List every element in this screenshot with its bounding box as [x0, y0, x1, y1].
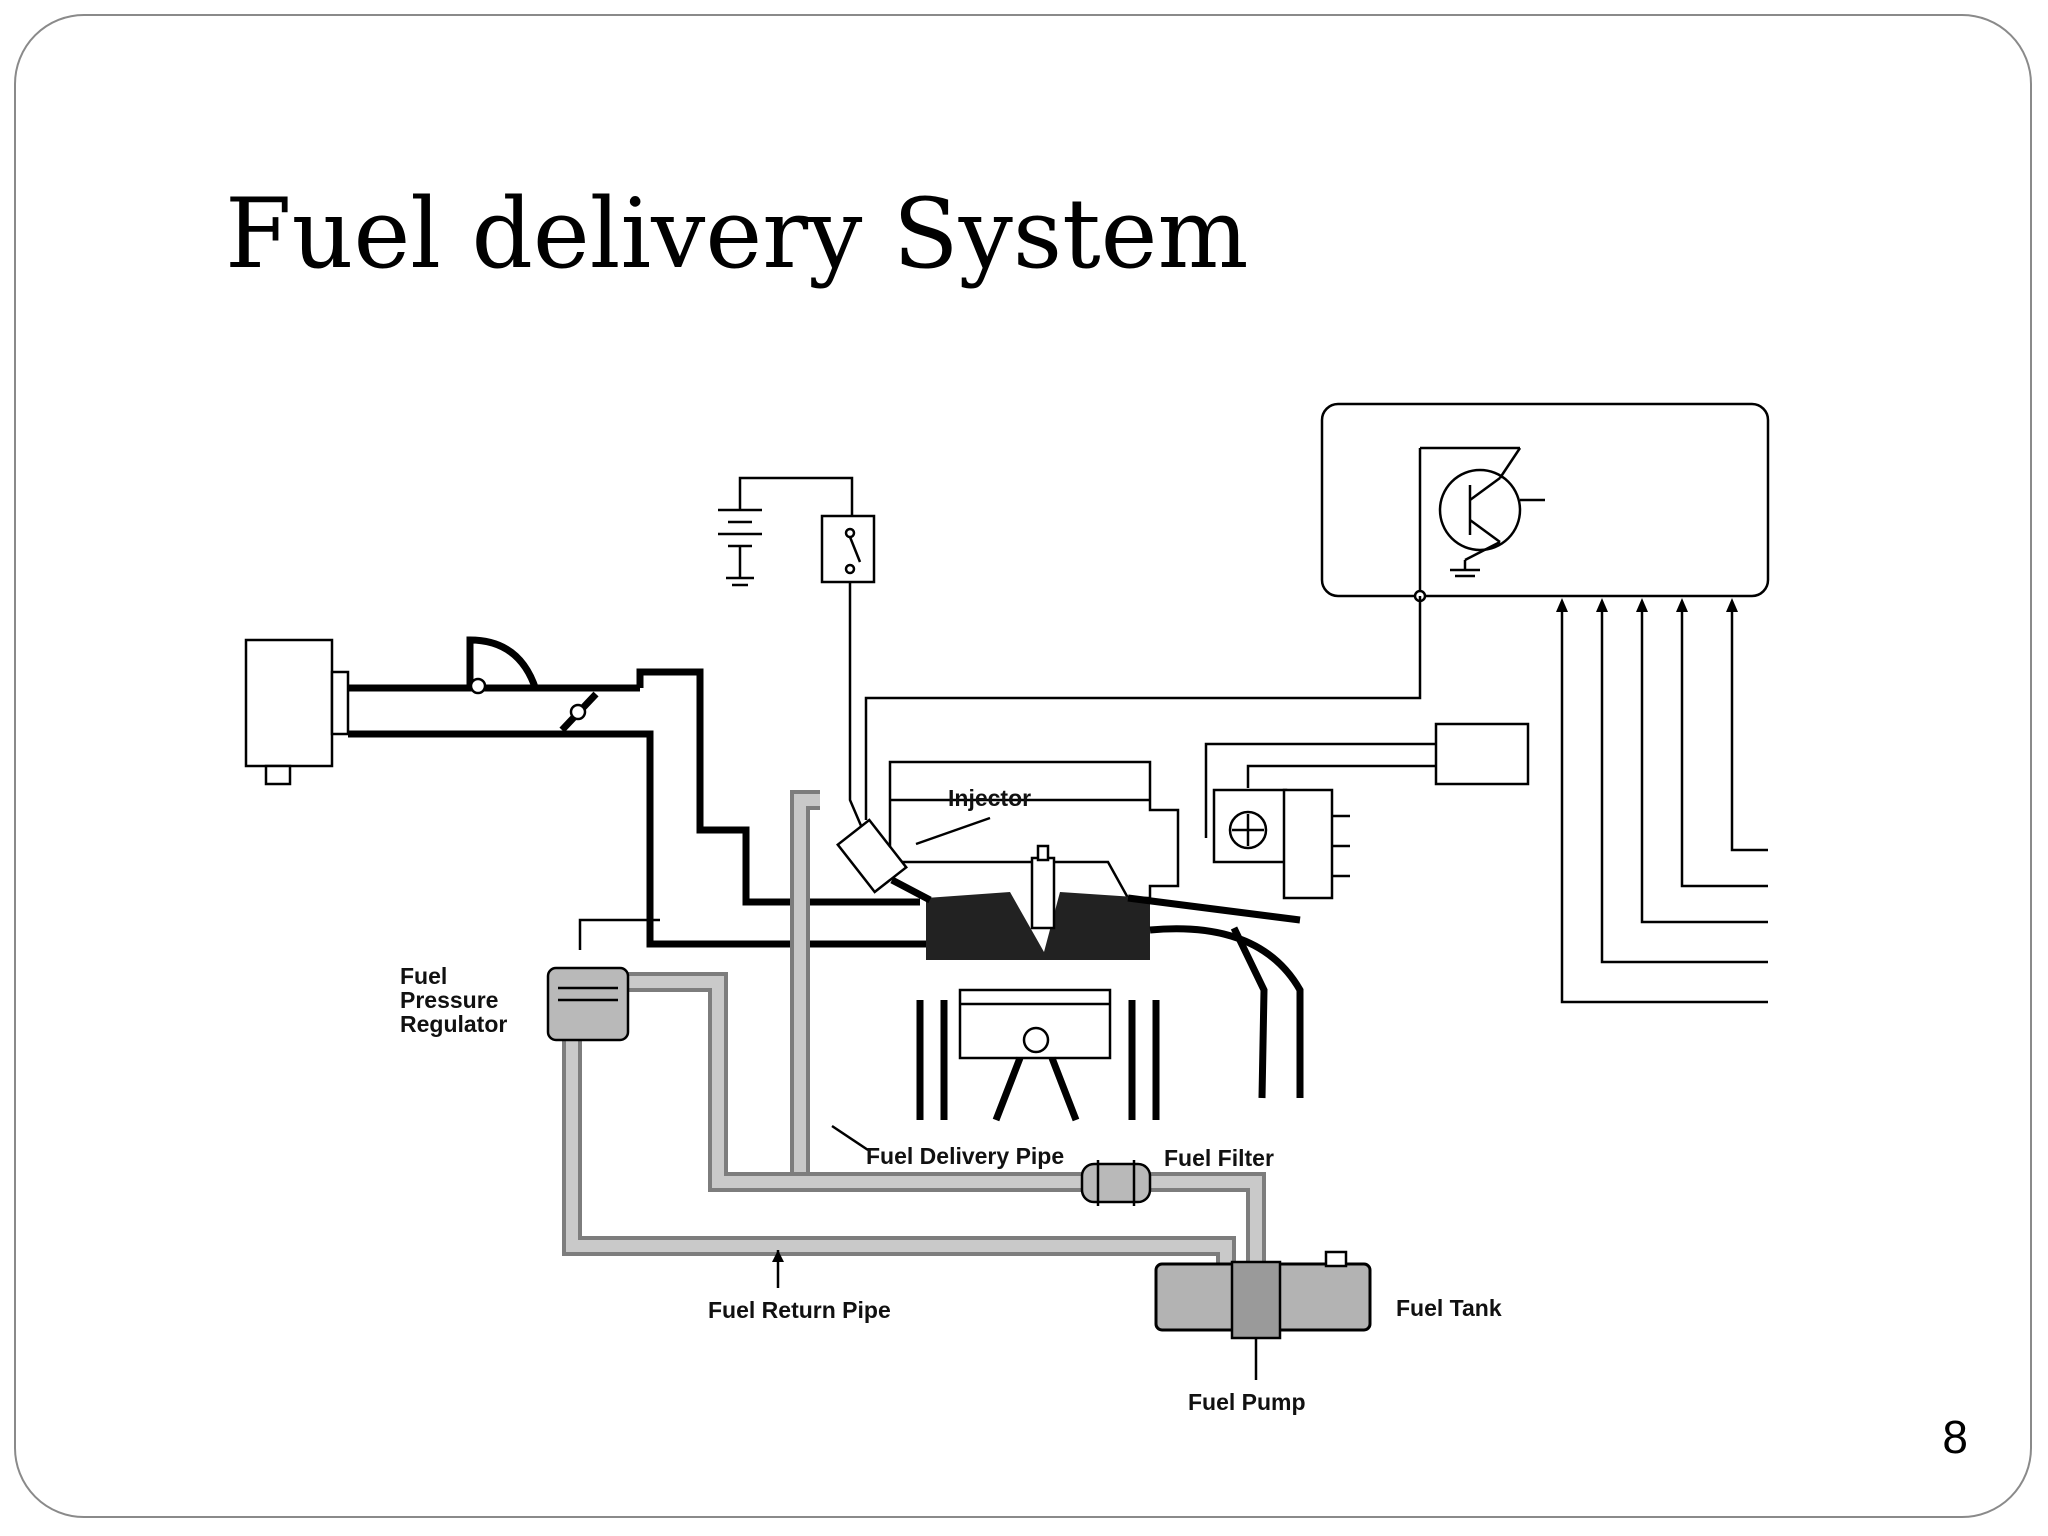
fuel-pump-icon: [1230, 1260, 1282, 1340]
transistor-icon: [1438, 468, 1522, 552]
ecu-box: [1320, 402, 1770, 603]
relay-switch-icon: [820, 514, 876, 829]
delivery-pipe-leader: [831, 1124, 869, 1152]
delivery-pipe-label: Fuel Delivery Pipe: [866, 1143, 1064, 1169]
page-number: 8: [1942, 1411, 1968, 1463]
fuel-tank: [1154, 1250, 1372, 1380]
spark-plug-icon: [1030, 856, 1056, 930]
fuel-pressure-regulator: [546, 966, 630, 1042]
fuel-return-pipe: [562, 918, 1236, 1264]
regulator-label-line2: Pressure: [400, 987, 498, 1013]
distributor: [1204, 722, 1530, 900]
pump-label: Fuel Pump: [1188, 1389, 1306, 1415]
air-intake: [244, 636, 960, 948]
filter-label: Fuel Filter: [1164, 1145, 1274, 1171]
injector-signal-line: [864, 596, 1422, 820]
fuel-delivery-pipe: [588, 790, 1266, 1264]
injector-label: Injector: [948, 785, 1031, 811]
ecu-input-lines: [1556, 598, 1768, 1004]
slide-title: Fuel delivery System: [225, 178, 1249, 290]
engine-block: [888, 760, 1304, 1122]
injector-icon: [836, 816, 991, 904]
fuel-filter: [1080, 1160, 1152, 1206]
tank-label: Fuel Tank: [1396, 1295, 1502, 1321]
return-pipe-label: Fuel Return Pipe: [708, 1297, 891, 1323]
regulator-label-line1: Fuel: [400, 963, 447, 989]
regulator-label-line3: Regulator: [400, 1011, 507, 1037]
battery-icon: [718, 476, 854, 587]
